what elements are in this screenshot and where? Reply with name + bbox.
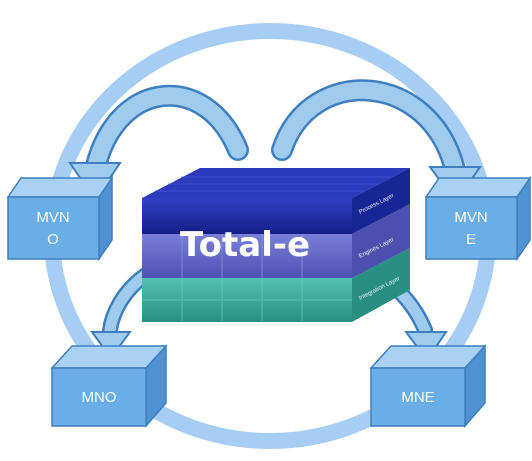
stack-top-stripes <box>155 176 391 192</box>
node-mvno-label-line1: MVN <box>36 209 69 226</box>
node-mvno: MVN O <box>6 175 114 262</box>
arrowhead-mno <box>90 331 132 360</box>
node-mvno-label-line2: O <box>47 231 59 248</box>
node-mvne-front <box>425 196 518 260</box>
stack-layer-top-front <box>142 198 352 234</box>
stack-middle-grid <box>181 234 303 278</box>
node-mno-label: MNO <box>82 389 117 406</box>
total-e-stack: Integration Layer Engines Layer Process … <box>142 168 410 322</box>
stack-layer-middle-side <box>352 204 410 278</box>
node-mvne-top <box>424 177 532 198</box>
node-mne-label: MNE <box>401 389 434 406</box>
stack-layer-top-side <box>352 168 410 234</box>
node-mvno-top <box>6 177 114 198</box>
stack-layer-bottom-side <box>352 248 410 322</box>
node-mvne: MVN E <box>424 175 532 262</box>
stack-bottom-grid <box>142 278 352 322</box>
node-mno-front <box>51 367 147 427</box>
node-mvne-label-line1: MVN <box>454 209 487 226</box>
node-mno: MNO <box>50 344 168 429</box>
node-mvno-front <box>7 196 100 260</box>
node-mne: MNE <box>369 344 487 429</box>
node-mvne-label-line2: E <box>466 231 476 248</box>
stack-layer-middle-front <box>142 234 352 278</box>
node-mne-front <box>370 367 466 427</box>
stack-title: Total-e <box>180 225 310 265</box>
